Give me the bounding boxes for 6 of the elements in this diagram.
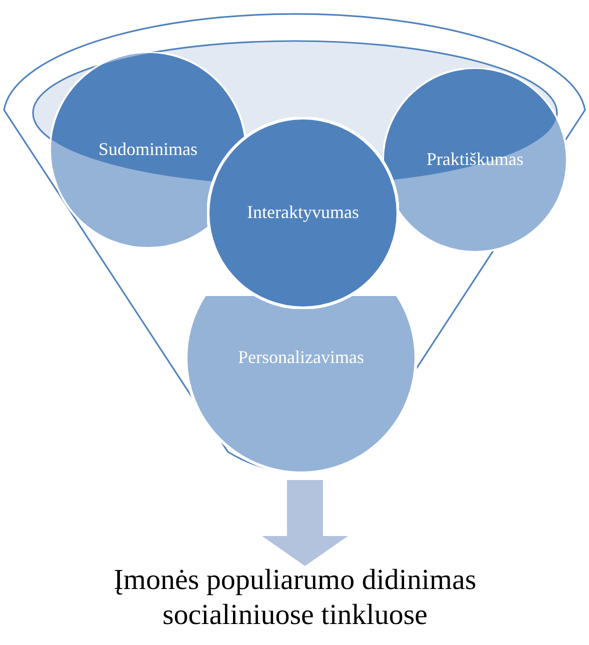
circle-label: Praktiškumas <box>426 149 524 170</box>
circle-label: Personalizavimas <box>237 347 365 368</box>
circle-label: Interaktyvumas <box>246 202 360 223</box>
arrow <box>262 480 348 566</box>
result-text: Įmonės populiarumo didinimas socialiniuose tinkluose <box>112 563 478 633</box>
circle-label: Sudominimas <box>97 139 198 160</box>
